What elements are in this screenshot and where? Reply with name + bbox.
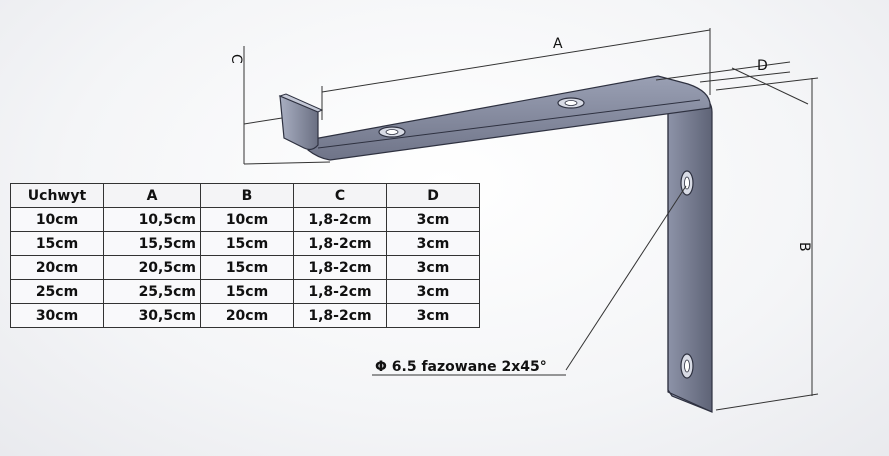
dimension-d-line: [655, 61, 791, 81]
table-header-cell: B: [200, 183, 294, 208]
table-cell: 10cm: [10, 207, 104, 232]
table-header-cell: D: [386, 183, 480, 208]
table-cell: 15,5cm: [103, 231, 201, 256]
table-cell: 15cm: [200, 255, 294, 280]
table-header-cell: Uchwyt: [10, 183, 104, 208]
leg-hole-bottom-inner: [684, 359, 690, 373]
arm-hole-right-inner: [564, 100, 578, 106]
table-cell: 15cm: [200, 231, 294, 256]
table-cell: 3cm: [386, 303, 480, 328]
table-row: 25cm 25,5cm 15cm 1,8-2cm 3cm: [10, 279, 480, 304]
table-cell: 25,5cm: [103, 279, 201, 304]
table-row: 30cm 30,5cm 20cm 1,8-2cm 3cm: [10, 303, 480, 328]
bracket-arm-front-edge: [317, 99, 701, 149]
dimension-d-label: D: [757, 58, 768, 74]
table-cell: 1,8-2cm: [293, 255, 387, 280]
size-table: Uchwyt A B C D 10cm 10,5cm 10cm 1,8-2cm …: [10, 183, 480, 328]
bracket-leg-edge: [667, 100, 713, 413]
table-cell: 25cm: [10, 279, 104, 304]
table-cell: 20,5cm: [103, 255, 201, 280]
table-row: 10cm 10,5cm 10cm 1,8-2cm 3cm: [10, 207, 480, 232]
dimension-b-label: B: [796, 242, 812, 252]
table-cell: 10,5cm: [103, 207, 201, 232]
bracket-lip: [279, 95, 319, 151]
arm-hole-left-inner: [385, 129, 399, 135]
hole-leader-line: [565, 185, 687, 371]
table-cell: 3cm: [386, 255, 480, 280]
table-cell: 1,8-2cm: [293, 207, 387, 232]
table-row: 15cm 15,5cm 15cm 1,8-2cm 3cm: [10, 231, 480, 256]
table-row: 20cm 20,5cm 15cm 1,8-2cm 3cm: [10, 255, 480, 280]
table-cell: 1,8-2cm: [293, 303, 387, 328]
table-cell: 15cm: [200, 279, 294, 304]
table-cell: 20cm: [10, 255, 104, 280]
table-header-cell: C: [293, 183, 387, 208]
dimension-a-line: [321, 29, 711, 93]
bracket-shape: [278, 75, 713, 413]
table-cell: 1,8-2cm: [293, 231, 387, 256]
table-cell: 30cm: [10, 303, 104, 328]
table-cell: 10cm: [200, 207, 294, 232]
dimension-lines: [243, 28, 819, 411]
table-header-row: Uchwyt A B C D: [10, 183, 480, 208]
table-cell: 3cm: [386, 231, 480, 256]
table-cell: 1,8-2cm: [293, 279, 387, 304]
table-cell: 30,5cm: [103, 303, 201, 328]
table-cell: 3cm: [386, 207, 480, 232]
table-header-cell: A: [103, 183, 201, 208]
table-cell: 15cm: [10, 231, 104, 256]
dimension-a-label: A: [553, 36, 563, 52]
bracket-horizontal-arm: [307, 75, 711, 161]
dimension-c-label: C: [228, 54, 244, 64]
table-cell: 20cm: [200, 303, 294, 328]
table-cell: 3cm: [386, 279, 480, 304]
hole-spec-note: Φ 6.5 fazowane 2x45°: [375, 359, 547, 375]
